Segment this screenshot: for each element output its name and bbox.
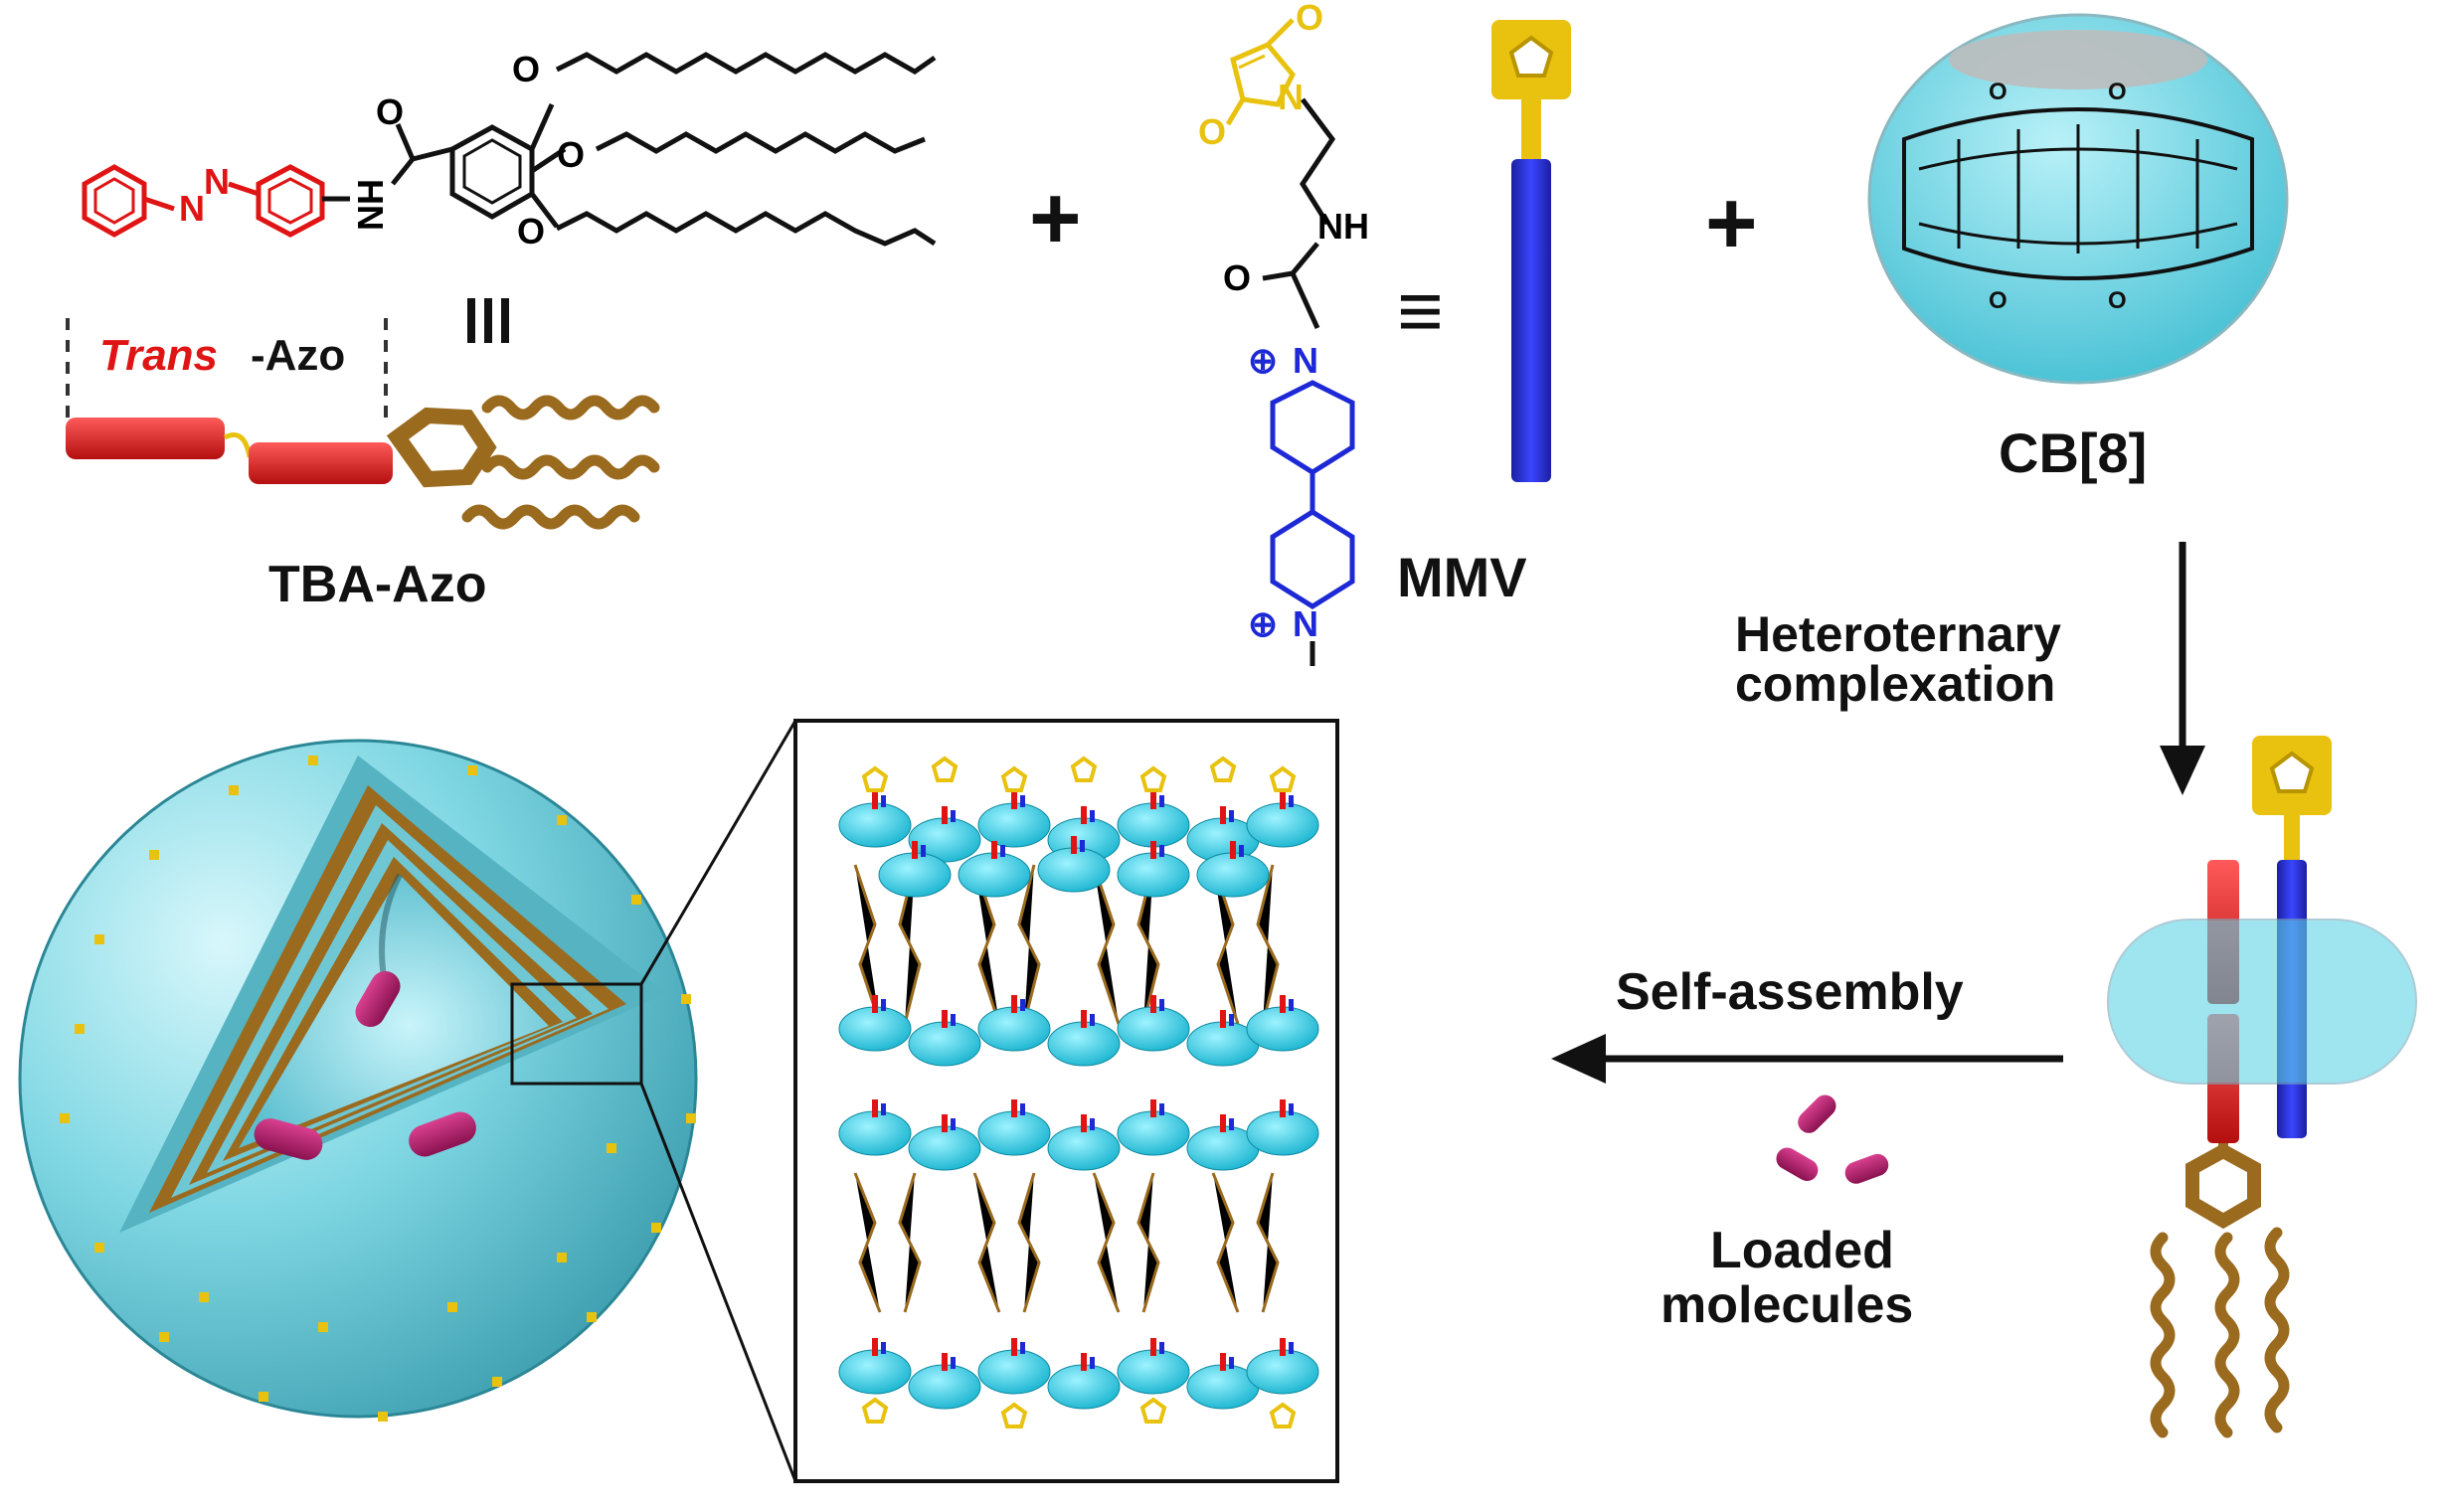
maleimide-n-label: N bbox=[1278, 77, 1304, 117]
amide-hn-label: HN bbox=[350, 179, 391, 231]
pyridinium-2-charge: ⊕ bbox=[1248, 603, 1278, 644]
equiv-sign: ≡ bbox=[1397, 266, 1444, 355]
heteroternary-label-line2: complexation bbox=[1735, 656, 2055, 712]
azo-suffix-label: -Azo bbox=[251, 331, 345, 380]
azo-n1-label: N bbox=[179, 188, 205, 229]
mmv-structure: O O N NH O ⊕ N ⊕ N MMV bbox=[1198, 0, 1527, 666]
ether-o3-label: O bbox=[517, 211, 545, 252]
pyridinium-1-n-label: N bbox=[1293, 340, 1318, 381]
maleimide-o2-label: O bbox=[1198, 111, 1226, 152]
self-assembly-label: Self-assembly bbox=[1616, 963, 1964, 1021]
rotated-equiv-sign bbox=[467, 298, 509, 343]
ternary-complex bbox=[2107, 736, 2417, 1432]
mmv-carbonyl-o-label: O bbox=[1223, 257, 1251, 298]
vesicle bbox=[18, 720, 797, 1482]
loaded-molecules: Loaded molecules bbox=[1660, 1094, 1913, 1334]
cb8-o-bottom-1: O bbox=[1989, 287, 2008, 314]
tba-azo-cartoon: TBA-Azo bbox=[66, 401, 654, 613]
pyridinium-2-n-label: N bbox=[1293, 603, 1318, 644]
cb8-macrocycle: O O O O CB[8] bbox=[1867, 13, 2289, 484]
cb8-o-top-2: O bbox=[2108, 79, 2127, 105]
pyridinium-1-charge: ⊕ bbox=[1248, 340, 1278, 381]
plus-sign-2: + bbox=[1705, 174, 1758, 273]
tba-azo-label: TBA-Azo bbox=[268, 556, 487, 613]
mmv-nh-label: NH bbox=[1317, 206, 1369, 247]
trans-azo-annotation: Trans -Azo bbox=[66, 318, 388, 427]
mmv-label: MMV bbox=[1397, 546, 1527, 608]
plus-sign-1: + bbox=[1029, 169, 1082, 268]
bilayer-chains bbox=[853, 864, 1280, 1313]
mmv-cartoon bbox=[1491, 20, 1571, 482]
heteroternary-arrow: Heteroternary complexation bbox=[1735, 542, 2205, 795]
ether-o1-label: O bbox=[512, 49, 540, 89]
loaded-label-line2: molecules bbox=[1660, 1276, 1913, 1334]
carbonyl-o-label: O bbox=[376, 91, 404, 132]
cb8-o-top-1: O bbox=[1989, 79, 2008, 105]
maleimide-o1-label: O bbox=[1296, 0, 1323, 38]
loaded-label-line1: Loaded bbox=[1710, 1222, 1894, 1279]
azo-n2-label: N bbox=[204, 161, 230, 202]
tba-azo-structure: N N HN O O O O bbox=[82, 49, 937, 343]
cb8-o-bottom-2: O bbox=[2108, 287, 2127, 314]
bilayer-inset bbox=[793, 719, 1339, 1483]
self-assembly-arrow: Self-assembly bbox=[1551, 963, 2063, 1084]
trans-label: Trans bbox=[99, 331, 218, 380]
cb8-label: CB[8] bbox=[1999, 421, 2147, 484]
ether-o2-label: O bbox=[557, 134, 585, 175]
heteroternary-label-line1: Heteroternary bbox=[1735, 606, 2061, 662]
